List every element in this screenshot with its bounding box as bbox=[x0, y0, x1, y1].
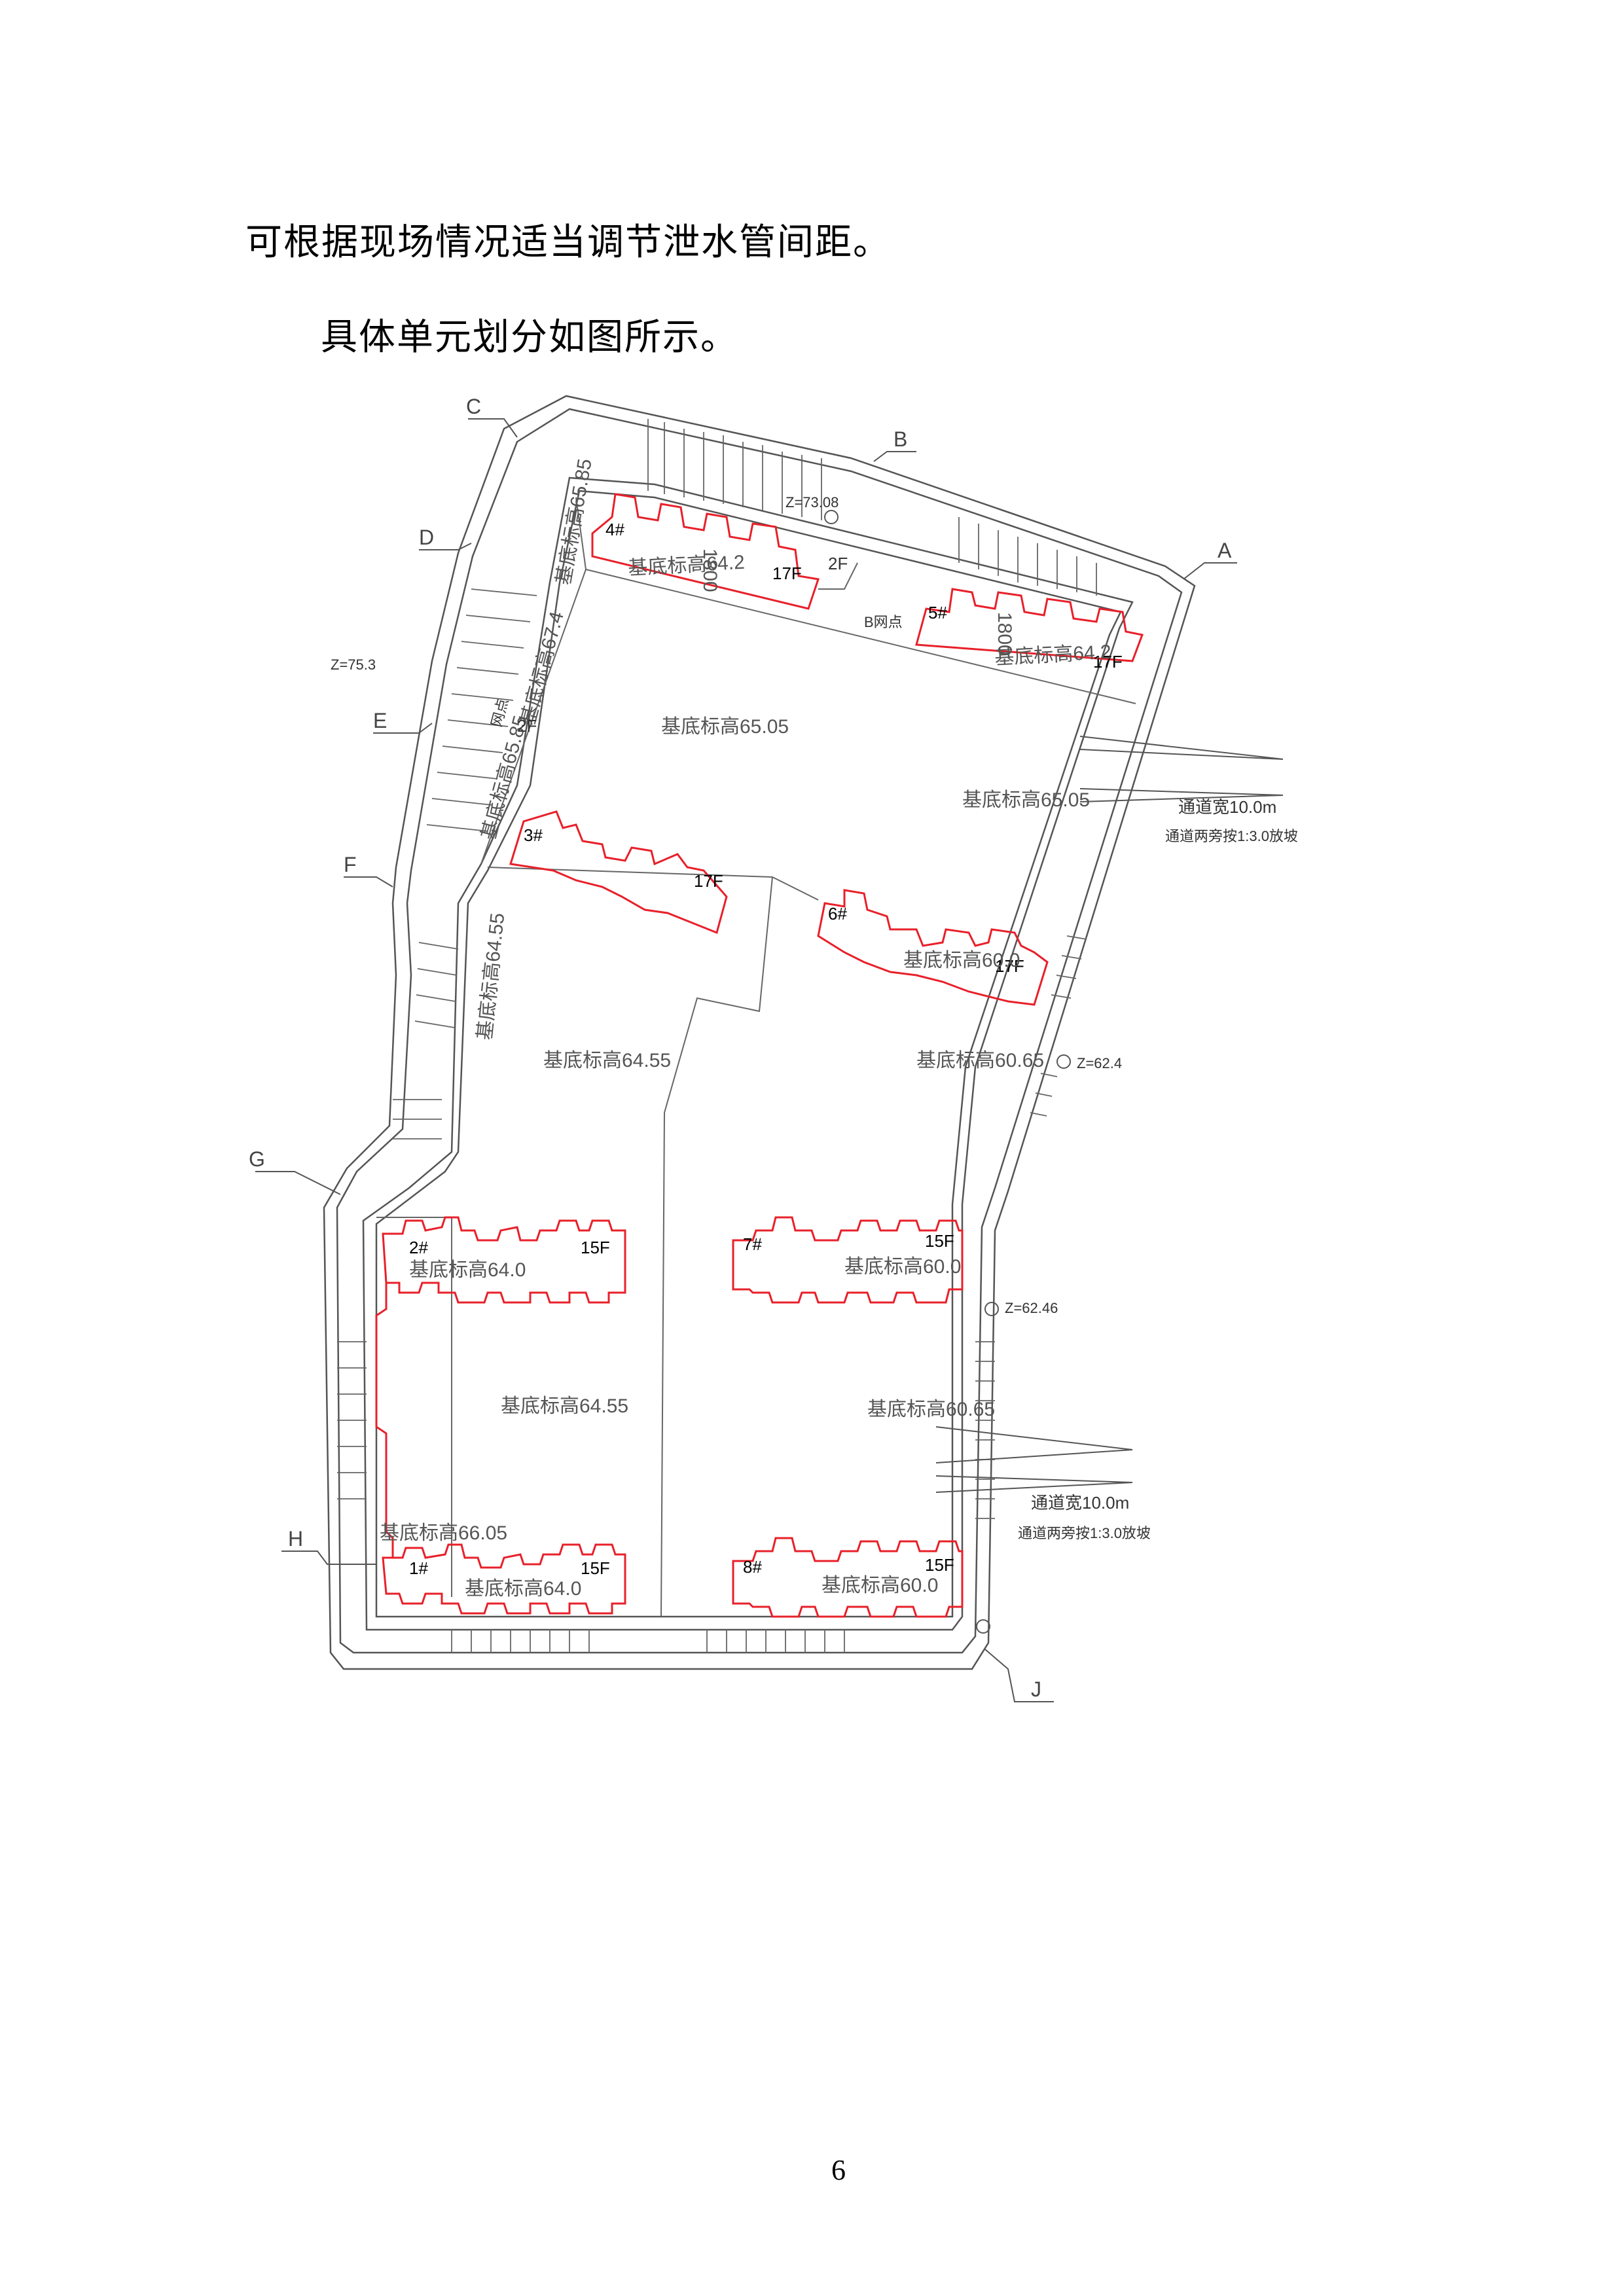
elevation-label-8: 基底标高60.0 bbox=[821, 1575, 938, 1596]
axis-label-d: D bbox=[419, 526, 434, 549]
z-mark-73-08: Z=73.08 bbox=[785, 494, 839, 511]
building-8-floors: 15F bbox=[925, 1555, 954, 1575]
building-5-floors: 17F bbox=[1093, 652, 1123, 672]
axis-label-h: H bbox=[288, 1527, 303, 1551]
elevation-label-mid-left: 基底标高64.55 bbox=[543, 1050, 671, 1071]
elevation-label-4: 基底标高64.2 bbox=[628, 552, 746, 579]
site-boundary bbox=[323, 395, 1196, 1670]
building-8-number: 8# bbox=[743, 1557, 762, 1577]
building-6-floors: 17F bbox=[995, 956, 1024, 976]
building-6-outline bbox=[817, 889, 1049, 1006]
garage-2f-label-left: 2F bbox=[517, 716, 537, 736]
elevation-label-top: 基底标高65.85 bbox=[552, 457, 596, 586]
paragraph-text-2: 具体单元划分如图所示。 bbox=[321, 316, 738, 359]
z-mark-75-3: Z=75.3 bbox=[331, 656, 376, 673]
building-3-floors: 17F bbox=[694, 871, 723, 891]
parking-bays bbox=[337, 419, 1097, 1653]
building-2-floors: 15F bbox=[581, 1238, 610, 1257]
ramp-2-width: 通道宽10.0m bbox=[1031, 1493, 1129, 1513]
elevation-label-mid-right: 基底标高60.65 bbox=[916, 1050, 1044, 1071]
elevation-label-1: 基底标高64.0 bbox=[465, 1578, 581, 1600]
elevation-label-center: 基底标高65.05 bbox=[661, 716, 789, 738]
building-7-floors: 15F bbox=[925, 1231, 954, 1251]
building-7-number: 7# bbox=[743, 1234, 762, 1254]
building-8-outline bbox=[732, 1537, 964, 1618]
axis-label-g: G bbox=[249, 1147, 265, 1171]
axis-label-j: J bbox=[1031, 1677, 1041, 1701]
axis-leaders bbox=[255, 418, 1237, 1702]
garage-b-label: B网点 bbox=[864, 614, 903, 630]
building-2-outline bbox=[382, 1216, 626, 1304]
building-3-outline bbox=[509, 810, 728, 935]
building-5-number: 5# bbox=[928, 603, 947, 622]
building-3-number: 3# bbox=[524, 825, 543, 845]
building-2-number: 2# bbox=[409, 1238, 428, 1257]
building-1-floors: 15F bbox=[581, 1558, 610, 1578]
dimension-1800-right: 1800 bbox=[994, 612, 1015, 656]
building-4-number: 4# bbox=[605, 520, 624, 539]
elevation-label-2: 基底标高64.0 bbox=[409, 1259, 526, 1281]
axis-label-c: C bbox=[466, 395, 481, 418]
axis-label-f: F bbox=[344, 853, 357, 876]
ramp-2-slope: 通道两旁按1:3.0放坡 bbox=[1018, 1525, 1151, 1541]
elevation-label-7: 基底标高60.0 bbox=[844, 1256, 961, 1278]
z-mark-62-4: Z=62.4 bbox=[1077, 1055, 1122, 1071]
elevation-label-low-left: 基底标高64.55 bbox=[501, 1395, 628, 1417]
ramps bbox=[935, 736, 1284, 1493]
paragraph-text-1: 可根据现场情况适当调节泄水管间距。 bbox=[245, 221, 891, 264]
axis-label-e: E bbox=[373, 709, 387, 732]
building-5-outline bbox=[915, 588, 1144, 662]
garage-2f-label-top: 2F bbox=[828, 554, 848, 573]
dimension-1800-top: 1800 bbox=[699, 548, 721, 592]
elevation-label-low-right: 基底标高60.65 bbox=[867, 1399, 995, 1420]
elevation-label-6: 基底标高60.0 bbox=[903, 950, 1020, 971]
survey-markers bbox=[824, 510, 1071, 1634]
building-4-outline bbox=[591, 493, 820, 610]
building-7-outline bbox=[732, 1216, 964, 1304]
axis-label-b: B bbox=[893, 427, 907, 451]
elevation-label-right: 基底标高65.05 bbox=[962, 789, 1090, 811]
ramp-1-slope: 通道两旁按1:3.0放坡 bbox=[1165, 828, 1298, 844]
building-4-floors: 17F bbox=[772, 564, 802, 583]
page-number: 6 bbox=[831, 2154, 846, 2186]
z-mark-62-46: Z=62.46 bbox=[1005, 1300, 1058, 1316]
building-1-outline bbox=[382, 1543, 626, 1615]
building-2-column bbox=[375, 1283, 394, 1558]
building-1-number: 1# bbox=[409, 1558, 428, 1578]
building-footprints bbox=[375, 493, 1144, 1618]
ramp-1-width: 通道宽10.0m bbox=[1178, 797, 1276, 817]
elevation-label-left-3: 基底标高64.55 bbox=[474, 912, 509, 1041]
elevation-label-left-1: 基底标高67.4 bbox=[517, 609, 568, 728]
building-6-number: 6# bbox=[828, 904, 847, 924]
elevation-label-h: 基底标高66.05 bbox=[380, 1522, 507, 1544]
axis-label-a: A bbox=[1218, 539, 1232, 562]
